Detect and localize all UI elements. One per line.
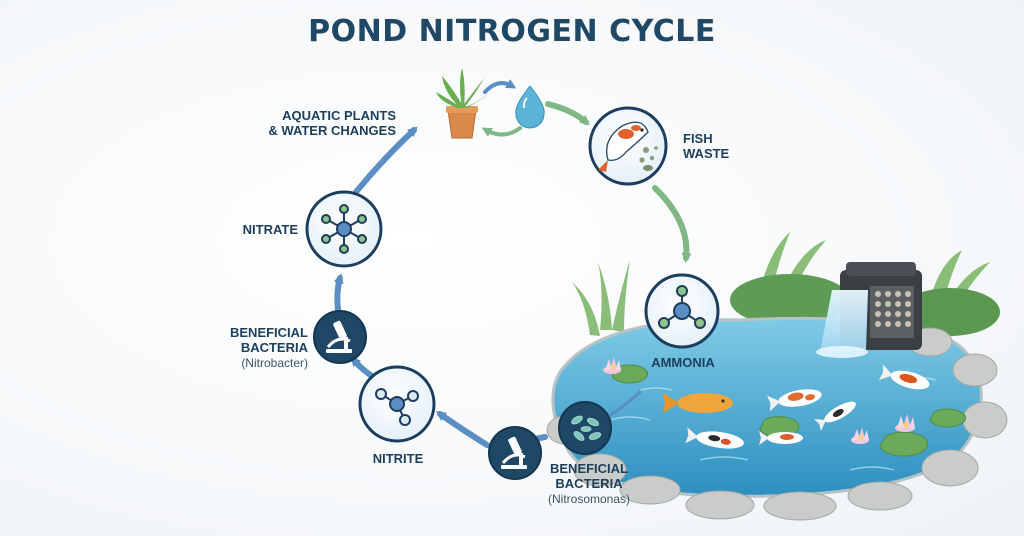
label-nitrobacter-sub: (Nitrobacter) [241,356,308,370]
label-aquatic-plants-line1: AQUATIC PLANTS [282,108,396,123]
microscope-icon [326,320,352,353]
nitrite-molecule-icon [375,388,419,426]
label-fish-waste-line1: FISH [683,131,713,146]
label-ammonia: AMMONIA [651,355,715,370]
pond-scene [546,232,1008,521]
ammonia-molecule-icon [658,285,706,329]
label-nitrosomonas-line2: BACTERIA [555,476,623,491]
label-nitrosomonas-line1: BENEFICIAL [550,461,628,476]
koi-fish [663,364,930,449]
nitrite-node [358,365,436,443]
arrow-water-to-plant [481,126,522,137]
microscope-node-left [313,310,367,364]
nitrate-node [305,190,383,268]
microscope-node-bottom [488,426,542,480]
label-nitrite: NITRITE [372,451,424,466]
arrow-bacteria-to-nitrite [435,411,490,448]
diagram-title: POND NITROGEN CYCLE [308,14,716,49]
label-aquatic-plants: AQUATIC PLANTS & WATER CHANGES [246,108,396,138]
fish-waste-node [588,106,668,186]
label-bacteria-nitrosomonas: BENEFICIAL BACTERIA [544,461,634,491]
nitrosomonas-node [558,401,612,455]
waste-particles-icon [639,146,658,171]
water-lily-flowers [603,357,915,444]
arrow-nitrate-to-plants [353,126,418,195]
fish-icon [598,121,649,172]
pond-filter [816,262,922,358]
arrow-bacteria-to-nitrate [333,273,344,313]
label-nitrobacter-line2: BACTERIA [240,340,308,355]
label-fish-waste: FISH WASTE [683,131,743,161]
ammonia-node [644,273,720,349]
label-bacteria-nitrobacter: BENEFICIAL BACTERIA [210,325,308,355]
label-nitrate: NITRATE [242,222,298,237]
bacteria-icon [571,415,602,441]
arrow-plant-to-water [483,79,517,94]
arrow-fish-to-ammonia [652,185,692,263]
potted-plant-icon [436,68,488,139]
nitrate-molecule-icon [321,204,367,254]
label-nitrosomonas-sub: (Nitrosomonas) [547,492,631,506]
label-fish-waste-line2: WASTE [683,146,730,161]
water-drop-icon [515,85,545,129]
label-nitrobacter-line1: BENEFICIAL [230,325,308,340]
microscope-icon [501,436,527,469]
label-aquatic-plants-line2: & WATER CHANGES [268,123,396,138]
arrow-water-to-fish [545,101,590,126]
